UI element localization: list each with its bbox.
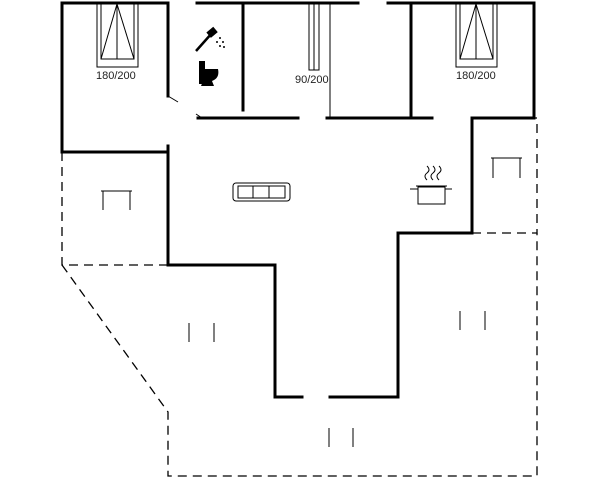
bed-icon [455,3,498,68]
shower-icon [195,26,225,52]
bed-size-label: 180/200 [456,70,496,82]
partitions [167,3,331,119]
chair-icon [188,323,215,342]
bed-size-label: 180/200 [96,70,136,82]
cooking-pot-icon [410,165,452,205]
bed-size-label: 90/200 [295,74,329,86]
toilet-icon [199,61,219,86]
chair-icon [101,190,132,210]
bed-icon [96,3,139,68]
sofa-icon [232,182,291,202]
chair-icon [491,157,522,178]
chair-icon [328,428,354,447]
walls [60,1,536,399]
terraces [61,117,538,477]
chair-icon [459,311,486,330]
bed-icon [308,3,320,71]
